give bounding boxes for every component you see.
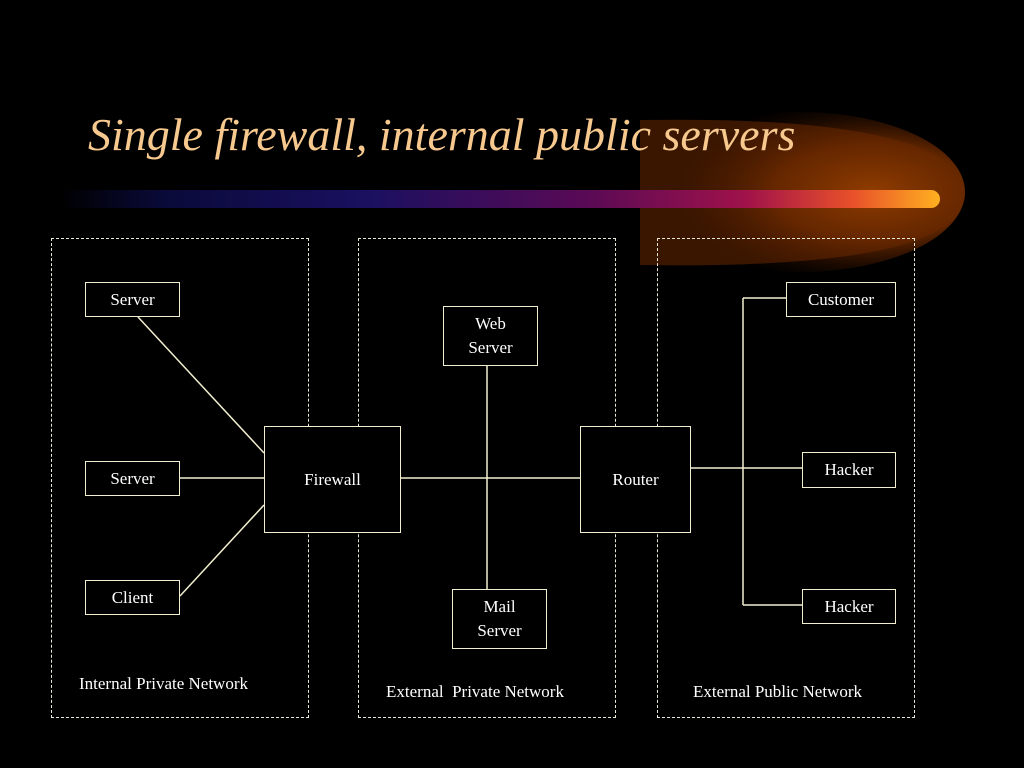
router-node: Router — [580, 426, 691, 533]
internal-server-label: Server — [110, 468, 155, 488]
external-public-network-label: External Public Network — [693, 682, 863, 701]
internal-server-node: Server — [85, 282, 180, 317]
external-private-network-label: External Private Network — [386, 682, 564, 701]
mail-server-label-line1: Mail — [483, 597, 516, 616]
hacker-label: Hacker — [824, 596, 874, 616]
customer-node: Customer — [786, 282, 896, 317]
slide-title: Single firewall, internal public servers — [88, 109, 796, 160]
client-label: Client — [111, 587, 154, 607]
web-server-label-line1: Web — [475, 314, 506, 333]
hacker-node: Hacker — [802, 589, 896, 624]
hacker-label: Hacker — [824, 460, 874, 479]
mail-server-node: Mail Server — [452, 589, 547, 649]
internal-private-network-label: Internal Private Network — [79, 674, 248, 693]
hacker-node: Hacker — [802, 452, 896, 488]
mail-server-label-line2: Server — [477, 621, 522, 640]
customer-label: Customer — [807, 289, 875, 309]
firewall-node: Firewall — [264, 426, 401, 533]
title-banner-decoration — [60, 112, 965, 272]
firewall-label: Firewall — [304, 469, 361, 489]
client-node: Client — [85, 580, 180, 615]
internal-server-node: Server — [85, 461, 180, 496]
internal-server-label: Server — [110, 289, 155, 309]
router-label: Router — [612, 469, 659, 489]
web-server-node: Web Server — [443, 306, 538, 366]
web-server-label-line2: Server — [468, 338, 513, 357]
